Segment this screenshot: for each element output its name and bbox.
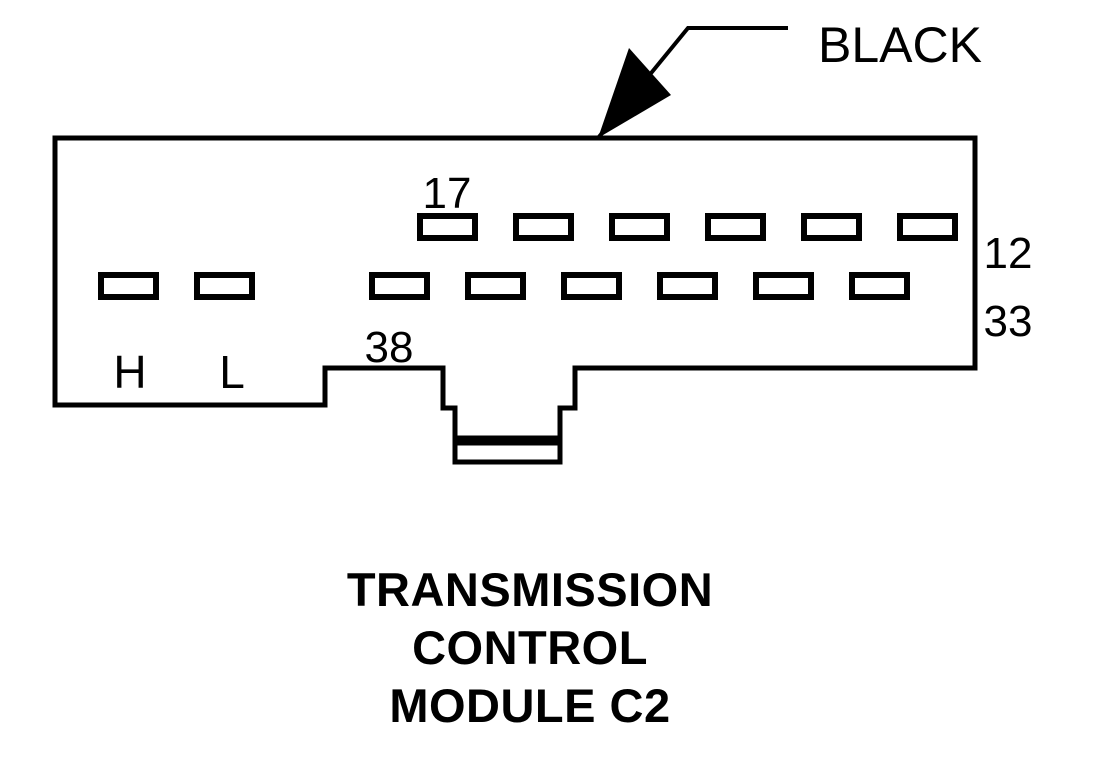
pin-slot-top-4[interactable] [705, 213, 766, 241]
pin-slot-bottom-h[interactable] [98, 272, 159, 300]
component-title-line-3: MODULE C2 [389, 679, 670, 732]
bottom-row-pin-slots [98, 272, 910, 300]
pin-slot-bottom-6[interactable] [657, 272, 718, 300]
pin-slot-top-2[interactable] [513, 213, 574, 241]
pin-number-33-label: 33 [984, 297, 1033, 346]
top-row-pin-slots [417, 213, 958, 241]
pin-slot-top-5[interactable] [801, 213, 862, 241]
pin-number-17-label: 17 [423, 169, 472, 218]
pin-slot-bottom-8[interactable] [849, 272, 910, 300]
pin-slot-bottom-7[interactable] [753, 272, 814, 300]
component-title-line-1: TRANSMISSION [347, 563, 713, 616]
connector-body-outline [52, 135, 978, 441]
terminal-label-h: H [113, 346, 146, 398]
pin-slot-bottom-5[interactable] [561, 272, 622, 300]
pin-number-38-label: 38 [365, 323, 414, 372]
terminal-label-l: L [219, 346, 245, 398]
pin-slot-top-1[interactable] [417, 213, 478, 241]
callout-arrowhead-icon [598, 48, 671, 138]
pin-slot-bottom-3[interactable] [369, 272, 430, 300]
pin-number-12-label: 12 [984, 229, 1033, 278]
pin-slot-top-3[interactable] [609, 213, 670, 241]
pin-slot-top-6[interactable] [897, 213, 958, 241]
pin-slot-bottom-4[interactable] [465, 272, 526, 300]
connector-latch-tab [452, 440, 563, 465]
component-title-line-2: CONTROL [412, 621, 648, 674]
pin-slot-bottom-l[interactable] [194, 272, 255, 300]
callout-label-black: BLACK [818, 17, 982, 73]
